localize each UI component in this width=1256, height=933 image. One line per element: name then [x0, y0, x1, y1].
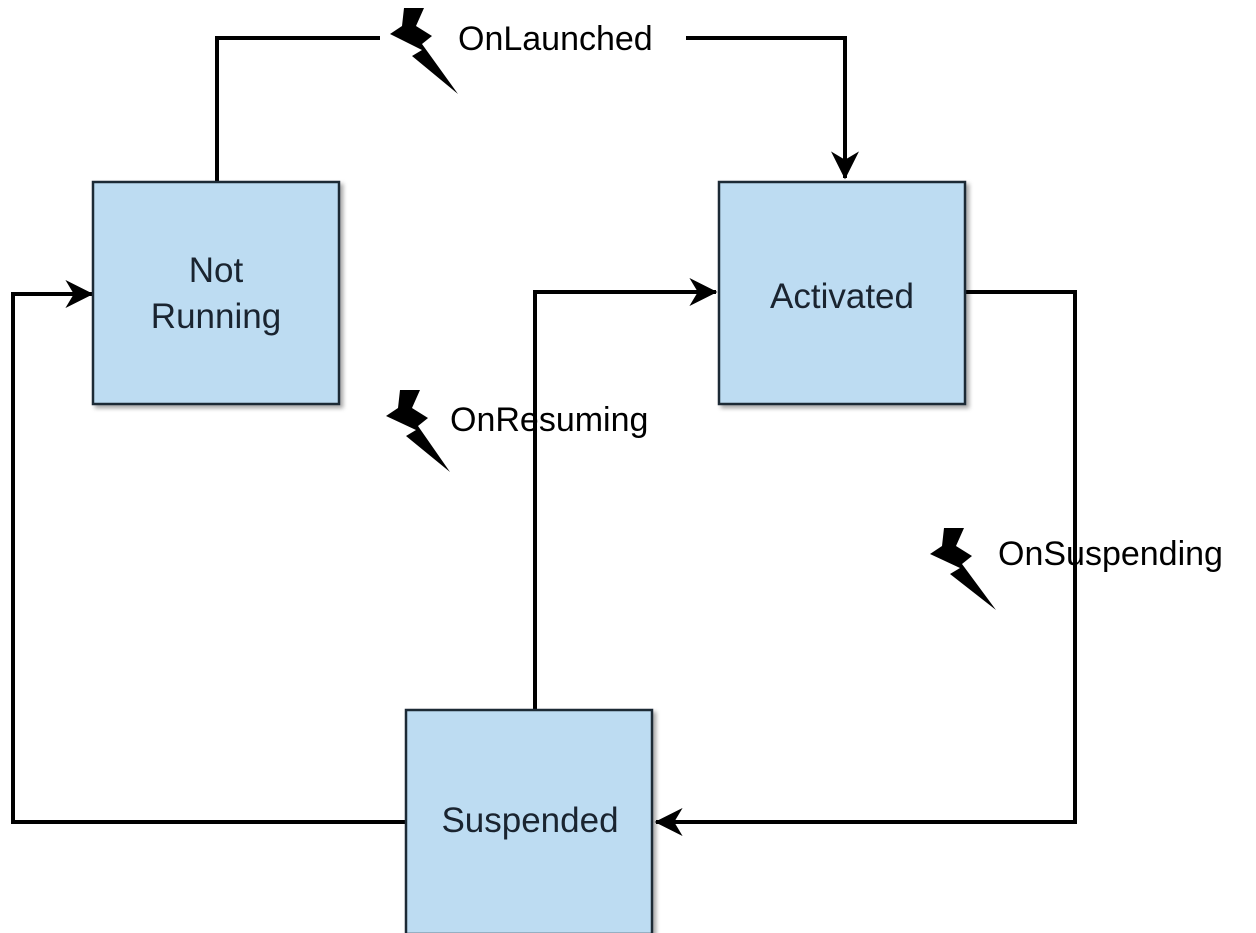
lightning-bolt-icon	[386, 390, 450, 472]
terminate-edge	[11, 280, 405, 824]
lightning-bolt-icon	[930, 528, 996, 610]
state-activated: Activated	[717, 180, 967, 406]
connectors	[11, 36, 1077, 836]
lightning-bolt-icon	[390, 8, 458, 94]
state-label-suspended: Suspended	[441, 801, 618, 840]
event-label-onlaunched: OnLaunched	[458, 20, 653, 58]
event-label-onsuspending: OnSuspending	[998, 535, 1223, 573]
suspending-edge	[654, 290, 1077, 836]
launched-edge-continued	[686, 36, 859, 180]
event-label-onresuming: OnResuming	[450, 401, 648, 439]
launched-edge	[215, 36, 380, 182]
state-not-running: Not Running	[91, 180, 341, 406]
state-label-not-running-line2: Running	[151, 297, 281, 336]
state-label-not-running-line1: Not	[189, 251, 244, 290]
state-label-activated: Activated	[770, 277, 914, 316]
state-suspended: Suspended	[404, 708, 654, 933]
resuming-edge	[533, 278, 718, 709]
